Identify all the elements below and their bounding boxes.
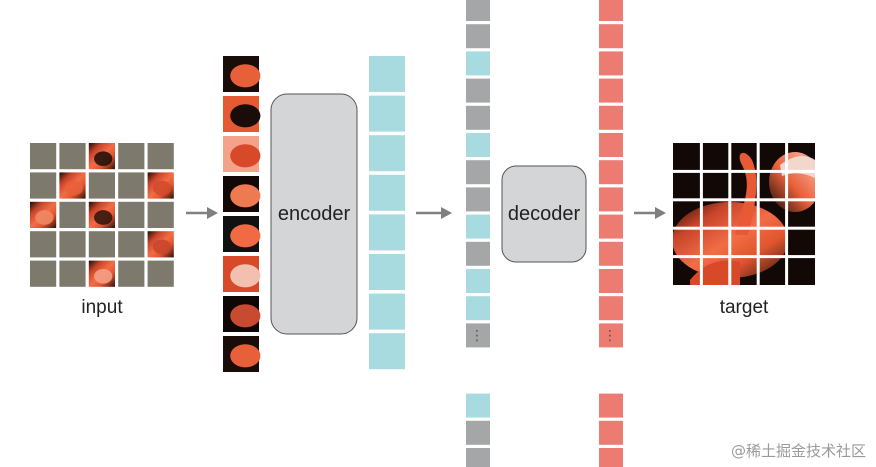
patch-detail (230, 344, 261, 368)
encoder-block (270, 93, 358, 335)
masked-patch (88, 231, 115, 258)
predicted-patch (599, 187, 623, 212)
patch-detail (230, 64, 261, 88)
predicted-patch (599, 24, 623, 49)
masked-patch (147, 143, 174, 170)
masked-patch (118, 260, 145, 287)
arrow-decoder-to-target (634, 207, 666, 219)
predicted-patch (599, 214, 623, 239)
token-ellipsis: ⋮ (470, 328, 484, 344)
predicted-patch (599, 393, 623, 418)
mask-token (466, 448, 490, 467)
mask-token (466, 241, 490, 266)
masked-patch (59, 260, 86, 287)
patch-detail (230, 264, 261, 288)
mask-token (466, 0, 490, 21)
predicted-patch (599, 105, 623, 130)
encoded-token (466, 133, 490, 157)
predicted-patch (599, 448, 623, 467)
patch-detail (230, 224, 261, 248)
encoded-token (369, 135, 405, 172)
encoded-tokens-column (369, 56, 405, 370)
decoder-block (501, 165, 587, 263)
patch-detail (152, 180, 172, 196)
masked-patch (118, 143, 145, 170)
patch-detail (35, 210, 54, 225)
decoder-label: decoder (508, 203, 581, 225)
mask-token (466, 420, 490, 445)
masked-patch (59, 201, 86, 228)
predicted-patch (599, 160, 623, 185)
encoded-token (369, 214, 405, 251)
mask-token (466, 187, 490, 212)
target-image (673, 143, 815, 285)
mask-token (466, 24, 490, 49)
encoded-token (369, 174, 405, 211)
masked-patch (118, 231, 145, 258)
encoder-label: encoder (278, 203, 351, 225)
encoded-token (466, 51, 490, 76)
encoded-token (466, 214, 490, 239)
masked-patch (30, 172, 57, 199)
arrow-input-to-patches (186, 207, 218, 219)
encoded-token (369, 56, 405, 92)
mask-token (466, 160, 490, 185)
predicted-patch (599, 133, 623, 157)
masked-patch (118, 201, 145, 228)
masked-patch (30, 143, 57, 170)
predicted-patch (599, 323, 623, 348)
mask-token (466, 78, 490, 103)
encoded-token (369, 95, 405, 132)
predicted-patch (599, 51, 623, 76)
mask-token (466, 105, 490, 130)
encoded-token (369, 333, 405, 370)
encoded-token (369, 254, 405, 290)
masked-patch (59, 143, 86, 170)
masked-patch (88, 172, 115, 199)
masked-patch (147, 201, 174, 228)
masked-patch (30, 260, 57, 287)
masked-patch (147, 260, 174, 287)
mask-token (466, 323, 490, 348)
patch-detail (94, 268, 113, 284)
input-masked-grid (30, 143, 174, 287)
prediction-column (599, 0, 623, 467)
prediction-ellipsis: ⋮ (603, 328, 617, 344)
predicted-patch (599, 0, 623, 21)
predicted-patch (599, 241, 623, 266)
masked-patch (118, 172, 145, 199)
encoded-token (466, 296, 490, 321)
encoded-token (466, 393, 490, 418)
predicted-patch (599, 78, 623, 103)
encoded-token (466, 269, 490, 293)
patch-detail (94, 151, 113, 167)
watermark: @稀土掘金技术社区 (730, 442, 866, 460)
token-sequence-column (466, 0, 490, 467)
patch-detail (64, 180, 83, 196)
visible-patches-column (223, 56, 261, 372)
patch-detail (230, 104, 261, 128)
predicted-patch (599, 269, 623, 293)
predicted-patch (599, 420, 623, 445)
patch-detail (94, 210, 113, 225)
patch-detail (230, 304, 261, 328)
masked-patch (30, 231, 57, 258)
input-caption: input (81, 297, 123, 318)
patch-detail (230, 184, 261, 208)
masked-patch (59, 231, 86, 258)
patch-detail (152, 239, 172, 255)
arrow-encoder-to-tokens (416, 207, 452, 219)
predicted-patch (599, 296, 623, 321)
target-caption: target (720, 297, 769, 318)
encoded-token (369, 293, 405, 330)
patch-detail (230, 144, 261, 168)
